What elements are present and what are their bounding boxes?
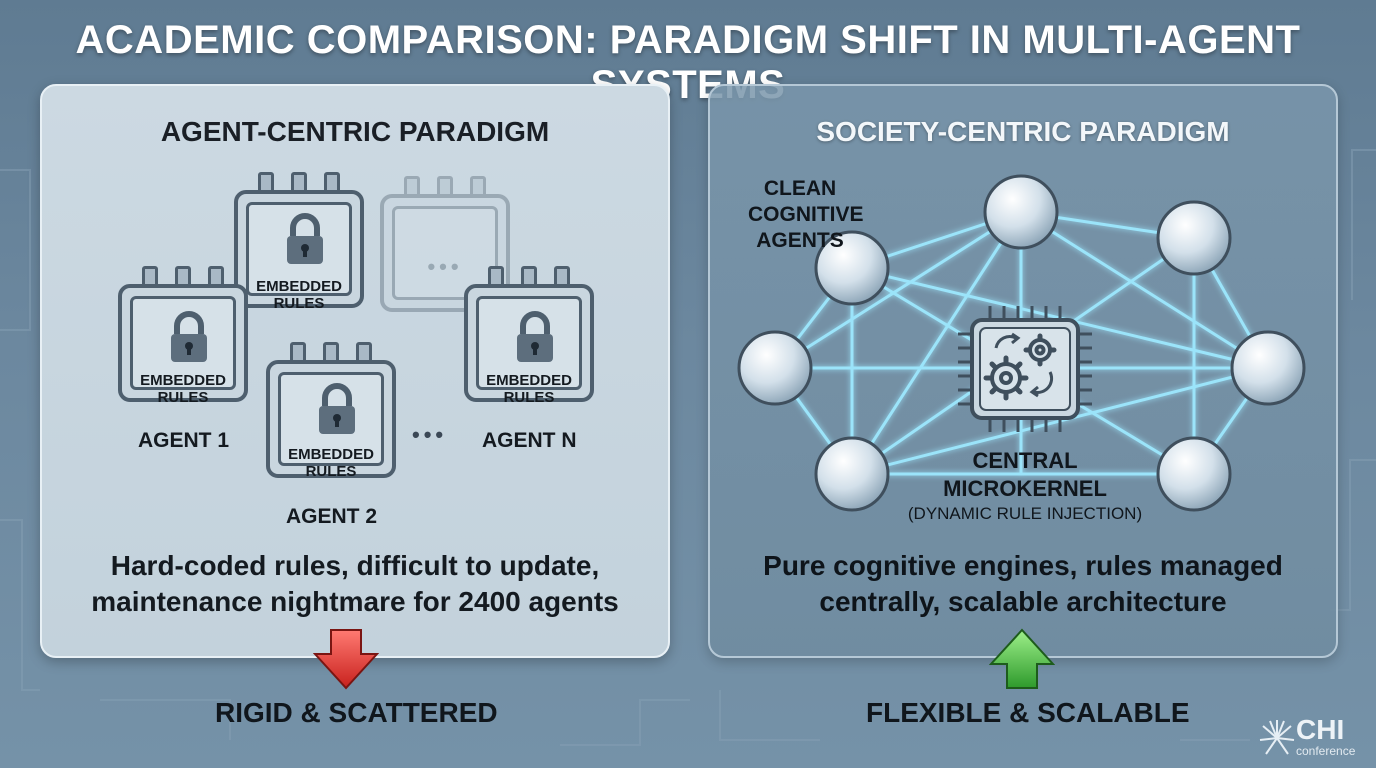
society-centric-title: SOCIETY-CENTRIC PARADIGM [816, 116, 1230, 147]
up-arrow-icon [989, 628, 1055, 689]
agent-centric-description: Hard-coded rules, difficult to update, m… [42, 548, 668, 620]
agent-node [983, 174, 1059, 250]
chi-logo: CHI conference [1256, 714, 1366, 760]
society-centric-description: Pure cognitive engines, rules managed ce… [710, 548, 1336, 620]
description-line-1: Hard-coded rules, difficult to update, [110, 550, 600, 581]
ghost-dots: ••• [427, 254, 463, 279]
logo-subtext: conference [1296, 744, 1356, 758]
rigid-verdict: RIGID & SCATTERED [215, 697, 498, 728]
clean-agents-label: CLEAN COGNITIVE AGENTS [748, 177, 864, 252]
lock-icon [517, 311, 553, 362]
description-line-2: maintenance nightmare for 2400 agents [91, 586, 619, 617]
agent-nodes [737, 174, 1306, 512]
lock-icon [171, 311, 207, 362]
agent-node [1230, 330, 1306, 406]
flexible-verdict: FLEXIBLE & SCALABLE [866, 697, 1190, 728]
agent-1-label: AGENT 1 [138, 429, 230, 452]
description-line-2: centrally, scalable architecture [819, 586, 1227, 617]
logo-text: CHI [1296, 714, 1345, 745]
agent-node [737, 330, 813, 406]
agent-node [814, 230, 890, 306]
microkernel-label: CENTRAL MICROKERNEL (DYNAMIC RULE INJECT… [907, 448, 1143, 523]
microkernel-chip-icon [958, 306, 1092, 432]
agent-2-label: AGENT 2 [286, 505, 378, 528]
agent-node [814, 436, 890, 512]
down-arrow-icon [313, 629, 379, 690]
starburst-icon [1259, 720, 1295, 755]
description-line-1: Pure cognitive engines, rules managed [763, 550, 1283, 581]
agent-centric-title: AGENT-CENTRIC PARADIGM [160, 116, 550, 147]
agent-n-label: AGENT N [482, 429, 577, 452]
lock-icon [319, 383, 355, 434]
agent-node [1156, 200, 1232, 276]
lock-icon [287, 213, 323, 264]
agent-node [1156, 436, 1232, 512]
ellipsis-dots: ••• [412, 422, 448, 447]
